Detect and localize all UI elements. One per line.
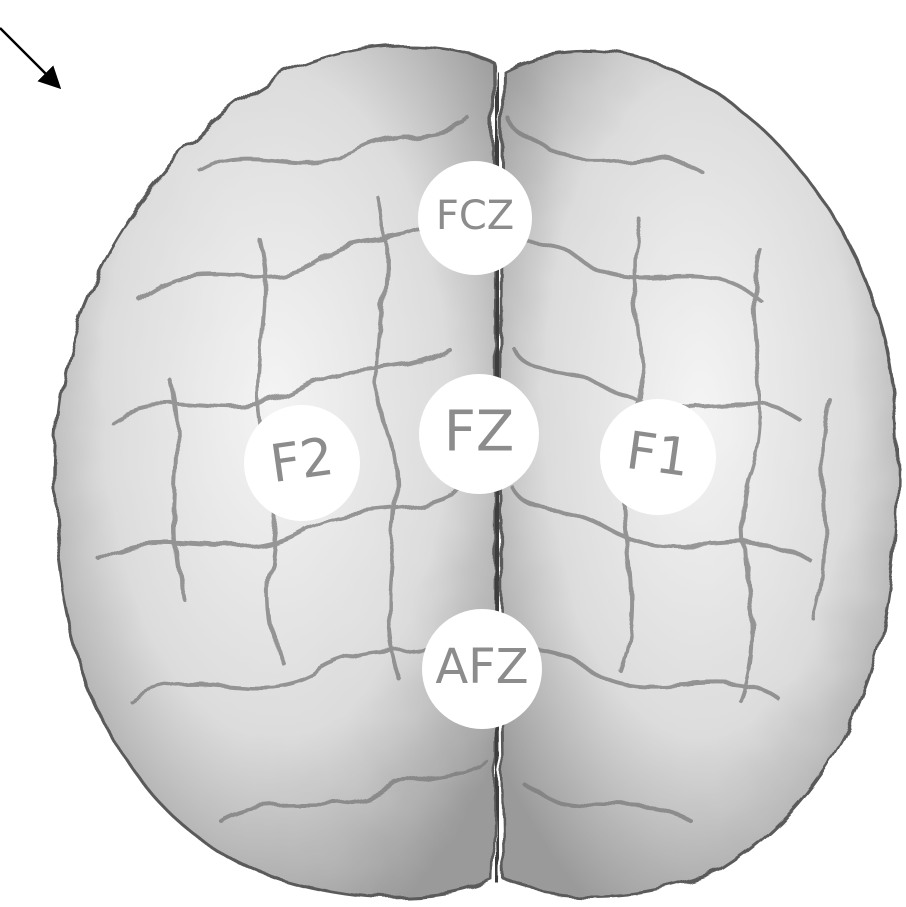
electrode-f2: F2: [244, 405, 360, 521]
electrode-f1: F1: [600, 399, 716, 515]
electrode-fz-label: FZ: [444, 400, 515, 465]
electrode-afz: AFZ: [422, 609, 542, 729]
electrode-afz-label: AFZ: [435, 639, 528, 695]
electrode-f2-label: F2: [267, 427, 338, 495]
electrode-fcz: FCZ: [418, 161, 532, 275]
electrode-fz: FZ: [419, 374, 539, 494]
electrode-f1-label: F1: [623, 421, 694, 489]
electrode-fcz-label: FCZ: [436, 193, 514, 239]
arrow-down-right-icon: [0, 28, 58, 86]
